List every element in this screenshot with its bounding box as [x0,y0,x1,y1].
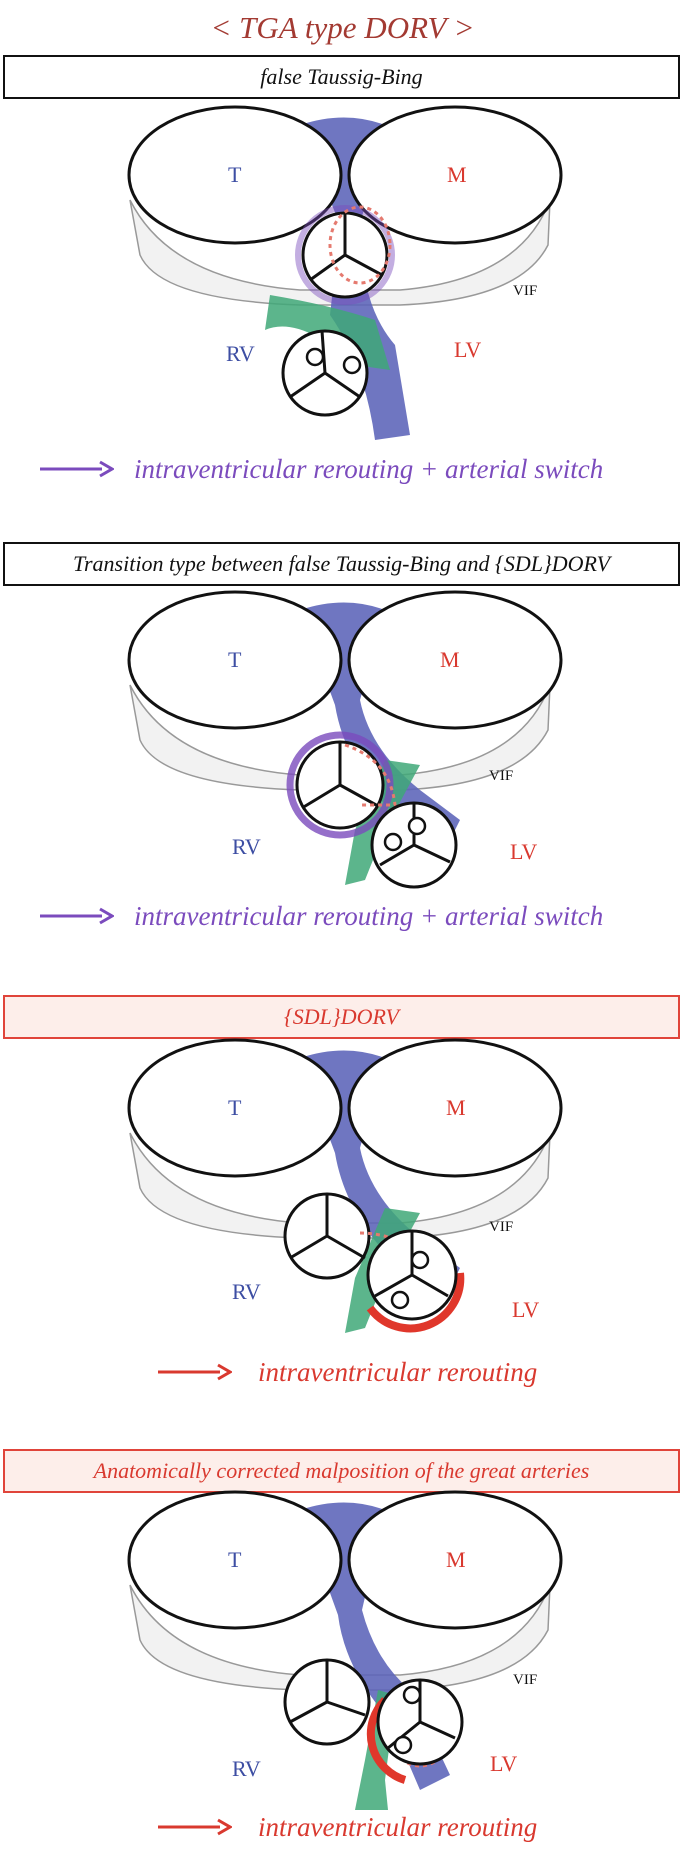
panel-1-svg [127,105,563,440]
coronary-ostium-left [383,832,403,852]
panel-4-result: intraventricular rerouting [0,1807,685,1847]
label-RV: RV [232,1756,261,1781]
red-ring [366,1272,465,1333]
label-VIF: VIF [489,1219,514,1235]
label-T: T [228,162,242,187]
purple-ring [286,731,394,839]
label-LV: LV [510,839,538,864]
label-T: T [228,1547,242,1572]
aortic-valve-commissures [374,1231,449,1298]
coronary-ostium-left [305,347,325,367]
purple-ring [295,205,395,305]
panel-3-heading: {SDL}DORV [284,1004,399,1029]
panel-1-heading: false Taussig-Bing [260,64,423,89]
tricuspid-valve-T [127,1038,343,1178]
red-ring [366,1697,407,1784]
pulmonary-valve-commissures [289,1194,366,1260]
mitral-valve-M [347,1490,563,1630]
panel-4-svg [127,1490,563,1810]
label-VIF: VIF [513,283,538,299]
pulmonary-valve-commissures [301,742,379,810]
diagram-title: < TGA type DORV > [210,10,475,45]
tricuspid-valve-T [127,1490,343,1630]
label-M: M [447,162,467,187]
mitral-valve-M [347,590,563,730]
label-M: M [440,647,460,672]
panel-3-heading-box: {SDL}DORV [3,995,680,1039]
panel-1-diagram: T M VIF RV LV [0,105,685,475]
tricuspid-valve-T [127,590,343,730]
panel-1-result: intraventricular rerouting + arterial sw… [0,449,685,489]
panel-1-result-text: intraventricular rerouting + arterial sw… [134,454,604,484]
panel-2-heading-box: Transition type between false Taussig-Bi… [3,542,680,586]
label-LV: LV [454,337,482,362]
coronary-ostium-right [407,816,427,836]
panel-2-result: intraventricular rerouting + arterial sw… [0,896,685,936]
panel-1-heading-box: false Taussig-Bing [3,55,680,99]
mitral-valve-M [347,105,563,245]
label-M: M [446,1095,466,1120]
red-arrow-icon [158,1363,232,1381]
panel-3-diagram: T M VIF RV LV [0,1038,685,1408]
panel-3-result: intraventricular rerouting [0,1352,685,1392]
panel-4-diagram: T M VIF RV LV [0,1490,685,1860]
panel-2-heading: Transition type between false Taussig-Bi… [72,551,611,576]
aortic-valve-commissures [387,1680,456,1750]
ventricular-septum-shelf [129,199,551,306]
label-T: T [228,647,242,672]
panel-2-svg [127,590,563,889]
coronary-ostium-left [390,1290,410,1310]
coronary-ostium-right [342,355,362,375]
panel-3-result-text: intraventricular rerouting [258,1357,538,1387]
label-RV: RV [232,834,261,859]
pulmonary-valve-commissures [309,213,383,282]
purple-arrow-icon [40,907,114,925]
ventricular-septum-shelf [129,1132,551,1239]
coronary-ostium-right [402,1685,422,1705]
label-VIF: VIF [513,1672,538,1688]
label-LV: LV [512,1297,540,1322]
coronary-ostium-left [393,1735,413,1755]
label-LV: LV [490,1751,518,1776]
coronary-ostium-right [410,1250,430,1270]
dotted-outline [359,1231,447,1275]
red-arrow-icon [158,1818,232,1836]
dotted-outline [344,743,397,807]
label-RV: RV [232,1279,261,1304]
dotted-outline [328,205,392,285]
label-M: M [446,1547,466,1572]
label-T: T [228,1095,242,1120]
label-RV: RV [226,341,255,366]
tricuspid-valve-T [127,105,343,245]
purple-arrow-icon [40,460,114,478]
pulmonary-valve-commissures [289,1660,366,1724]
panel-4-heading: Anatomically corrected malposition of th… [93,1458,590,1483]
panel-3-svg [127,1038,563,1333]
panel-4-result-text: intraventricular rerouting [258,1812,538,1842]
ventricular-septum-shelf [129,684,551,791]
panel-2-diagram: T M VIF RV LV [0,590,685,960]
mitral-valve-M [347,1038,563,1178]
label-VIF: VIF [489,768,514,784]
aortic-valve-commissures [289,330,361,399]
ventricular-septum-shelf [129,1584,551,1691]
panel-2-result-text: intraventricular rerouting + arterial sw… [134,901,604,931]
panel-4-heading-box: Anatomically corrected malposition of th… [3,1449,680,1493]
